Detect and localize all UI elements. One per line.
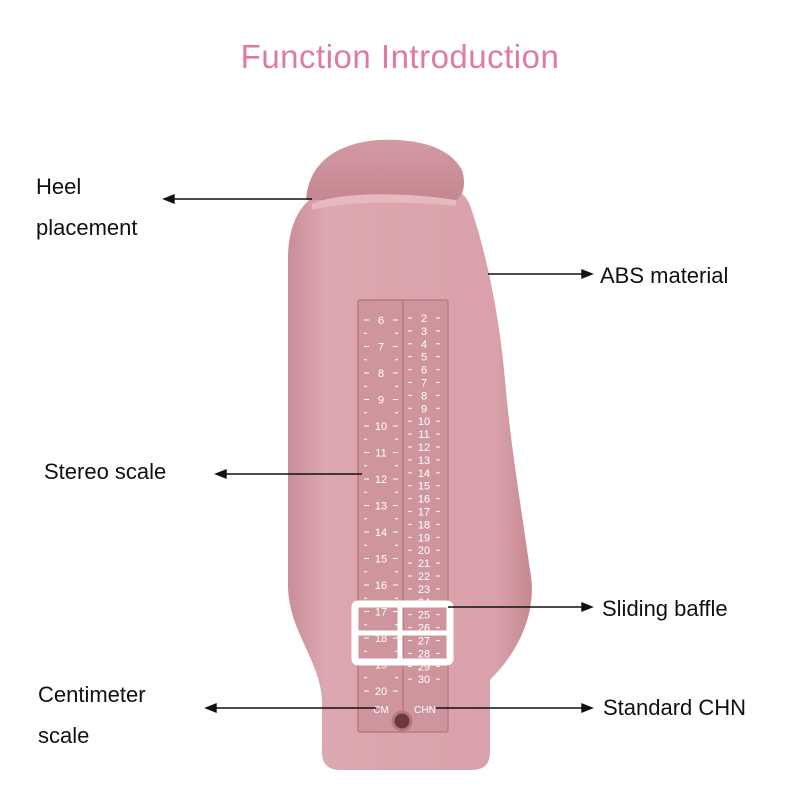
- cm-tick-label: 18: [375, 633, 387, 645]
- cm-tick-label: 6: [378, 315, 384, 327]
- chn-tick-label: 5: [421, 352, 427, 364]
- label-heel-line2: placement: [36, 215, 138, 240]
- cm-tick-label: 15: [375, 554, 387, 566]
- cm-tick-label: 12: [375, 474, 387, 486]
- chn-tick-label: 2: [421, 313, 427, 325]
- cm-tick-label: 10: [375, 421, 387, 433]
- label-standard-chn: Standard CHN: [603, 695, 747, 720]
- chn-tick-label: 11: [418, 429, 429, 441]
- label-heel-line1: Heel: [36, 174, 82, 199]
- chn-tick-label: 10: [418, 416, 430, 428]
- cm-tick-label: 16: [375, 580, 387, 592]
- chn-tick-label: 27: [418, 636, 430, 648]
- page-title: Function Introduction: [240, 38, 560, 75]
- chn-tick-label: 20: [418, 545, 430, 557]
- label-abs-material: ABS material: [600, 263, 729, 288]
- label-centimeter-line2: scale: [38, 723, 90, 748]
- pointer-arrows: [162, 193, 594, 714]
- cm-tick-label: 7: [378, 342, 384, 354]
- heel-cup-inner: [312, 194, 456, 210]
- label-stereo-scale: Stereo scale: [44, 459, 167, 484]
- chn-tick-label: 21: [418, 558, 430, 570]
- cm-unit-label: CM: [373, 705, 389, 716]
- chn-tick-label: 3: [421, 326, 427, 338]
- chn-tick-label: 6: [421, 365, 427, 377]
- chn-tick-label: 16: [418, 494, 430, 506]
- cm-tick-label: 9: [378, 395, 384, 407]
- chn-tick-label: 22: [418, 571, 430, 583]
- label-centimeter-line1: Centimeter: [38, 682, 146, 707]
- chn-tick-label: 14: [418, 468, 430, 480]
- label-sliding-baffle: Sliding baffle: [602, 596, 728, 621]
- label-heel-placement: Heel placement: [36, 166, 138, 248]
- chn-tick-label: 7: [421, 378, 427, 390]
- chn-tick-label: 9: [421, 403, 427, 415]
- chn-tick-label: 28: [418, 648, 430, 660]
- cm-tick-label: 11: [375, 448, 386, 460]
- chn-tick-label: 4: [421, 339, 427, 351]
- cm-tick-label: 17: [375, 607, 387, 619]
- heel-cup: [306, 139, 464, 200]
- cm-tick-label: 14: [375, 527, 387, 539]
- chn-tick-label: 23: [418, 584, 430, 596]
- device-hole: [391, 710, 413, 732]
- chn-tick-label: 13: [418, 455, 430, 467]
- chn-tick-label: 19: [418, 532, 430, 544]
- chn-tick-label: 17: [418, 507, 430, 519]
- chn-tick-label: 30: [418, 674, 430, 686]
- cm-tick-label: 8: [378, 368, 384, 380]
- cm-tick-label: 20: [375, 686, 387, 698]
- label-centimeter-scale: Centimeter scale: [38, 674, 146, 756]
- chn-tick-label: 12: [418, 442, 430, 454]
- chn-tick-label: 25: [418, 610, 430, 622]
- chn-unit-label: CHN: [414, 705, 436, 716]
- sliding-baffle[interactable]: [351, 600, 454, 666]
- chn-tick-label: 18: [418, 519, 430, 531]
- chn-tick-label: 15: [418, 481, 430, 493]
- cm-tick-label: 13: [375, 501, 387, 513]
- chn-tick-label: 8: [421, 390, 427, 402]
